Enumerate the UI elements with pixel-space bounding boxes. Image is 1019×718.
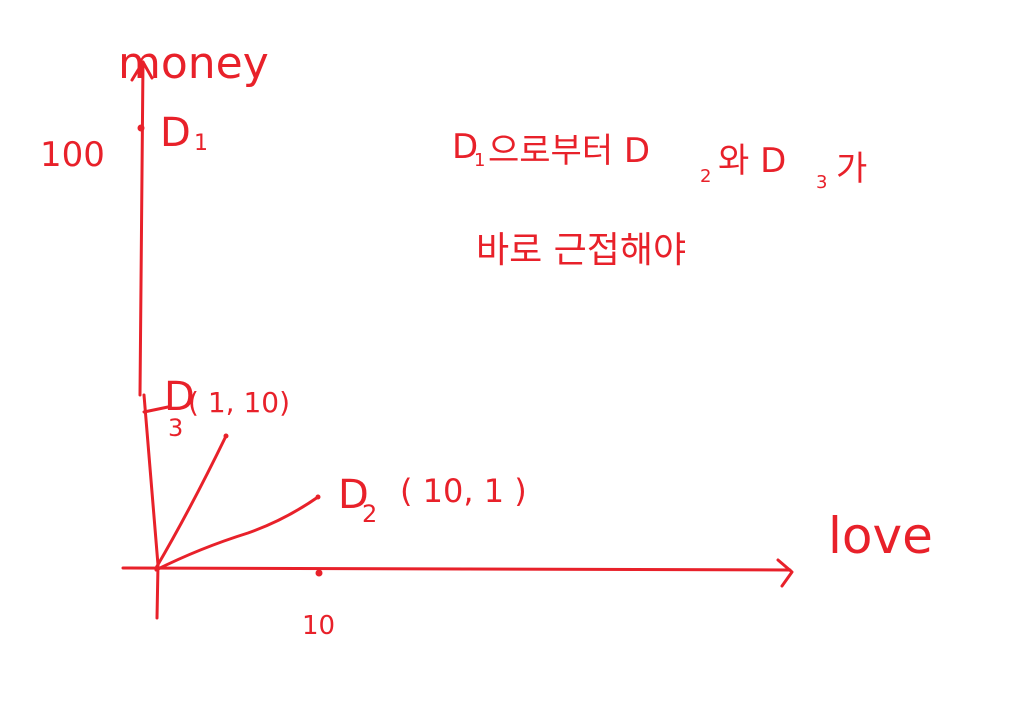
note-d1: D: [452, 127, 478, 167]
vector-d3: [154, 434, 228, 570]
y-axis-lower: [142, 393, 160, 567]
d3-tick: [142, 405, 170, 414]
point-x10: [315, 569, 323, 577]
note-line-1: D 1 으로부터 D 2 와 D 3 가: [452, 127, 867, 193]
d2-coordinate: ( 10, 1 ): [400, 472, 527, 510]
x-axis: [121, 566, 792, 572]
d3-label: D: [164, 374, 195, 420]
note-d2-sub: 2: [700, 166, 711, 187]
d2-label: D: [338, 472, 369, 518]
d2-subscript: 2: [362, 500, 377, 528]
x-axis-label: love: [828, 507, 933, 565]
vector-d2: [154, 495, 320, 572]
note-d3-sub: 3: [816, 172, 827, 193]
y-axis-stub: [155, 563, 160, 620]
y-axis-arrow: [130, 60, 154, 82]
y-tick-label: 100: [40, 135, 105, 175]
y-axis-label: money: [118, 38, 269, 89]
note-d1-sub: 1: [474, 150, 485, 171]
note-end: 가: [836, 149, 867, 189]
point-d1: [137, 124, 145, 132]
d1-label: D: [160, 110, 191, 156]
point-d2: [315, 494, 321, 500]
x-axis-arrow: [776, 558, 794, 588]
note-line-2: 바로 근접해야: [476, 230, 686, 271]
d3-coordinate: ( 1, 10): [188, 386, 290, 419]
point-d3: [223, 433, 229, 439]
note-text: 으로부터 D: [488, 131, 650, 171]
note-mid: 와 D: [718, 141, 786, 181]
d1-subscript: 1: [194, 131, 208, 156]
x-tick-label: 10: [302, 611, 335, 641]
y-axis: [138, 60, 145, 397]
d3-subscript: 3: [168, 414, 183, 442]
